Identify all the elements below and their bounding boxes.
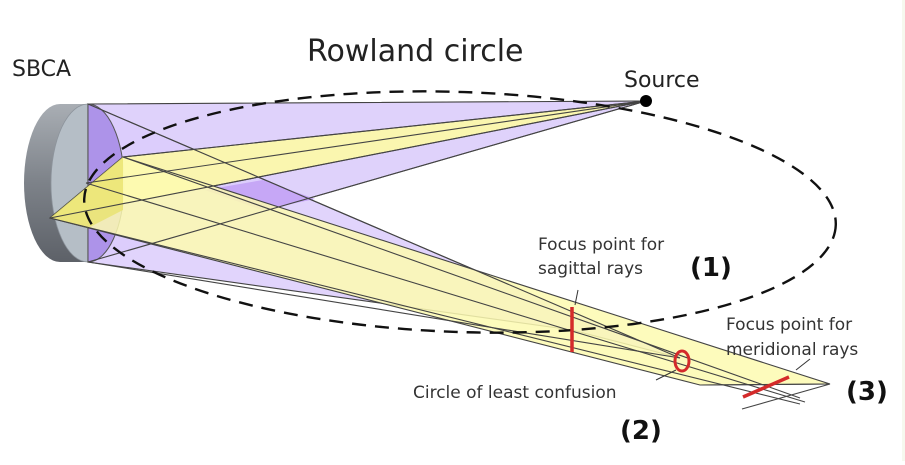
ray-line xyxy=(741,383,831,410)
sagittal-leader xyxy=(574,289,579,306)
ray-line xyxy=(87,100,647,263)
marker-1: (1) xyxy=(690,253,732,283)
marker-3: (3) xyxy=(846,377,888,407)
ray-line xyxy=(85,182,806,403)
purple-overlap-mid xyxy=(205,180,315,210)
rowland-circle xyxy=(83,90,837,334)
sagittal-focus-label-line1: Focus point for xyxy=(538,235,665,255)
sagittal-focus-label-line2: sagittal rays xyxy=(538,259,643,279)
ray-line xyxy=(87,103,681,359)
least-confusion-leader xyxy=(655,369,677,381)
least-confusion-marker xyxy=(673,349,691,373)
diagram-title: Rowland circle xyxy=(307,34,524,69)
meridional-focus-label-line1: Focus point for xyxy=(726,315,853,335)
ray-line xyxy=(85,100,647,184)
ray-line xyxy=(699,383,831,386)
ray-line xyxy=(49,217,801,405)
sbca-label: SBCA xyxy=(12,57,72,82)
meridional-focus-marker xyxy=(742,375,790,399)
ray-line xyxy=(87,261,681,359)
meridional-focus-label-line2: meridional rays xyxy=(726,340,859,360)
meridional-leader xyxy=(795,358,811,371)
image-border xyxy=(902,0,905,461)
source-label: Source xyxy=(624,68,700,93)
ray-line xyxy=(122,100,647,158)
marker-2: (2) xyxy=(620,416,662,446)
yellow-mirror-overlap xyxy=(50,157,123,228)
ray-line xyxy=(49,100,647,219)
source-point xyxy=(640,95,652,107)
meridional-fan xyxy=(48,100,831,410)
least-confusion-label: Circle of least confusion xyxy=(413,383,617,403)
